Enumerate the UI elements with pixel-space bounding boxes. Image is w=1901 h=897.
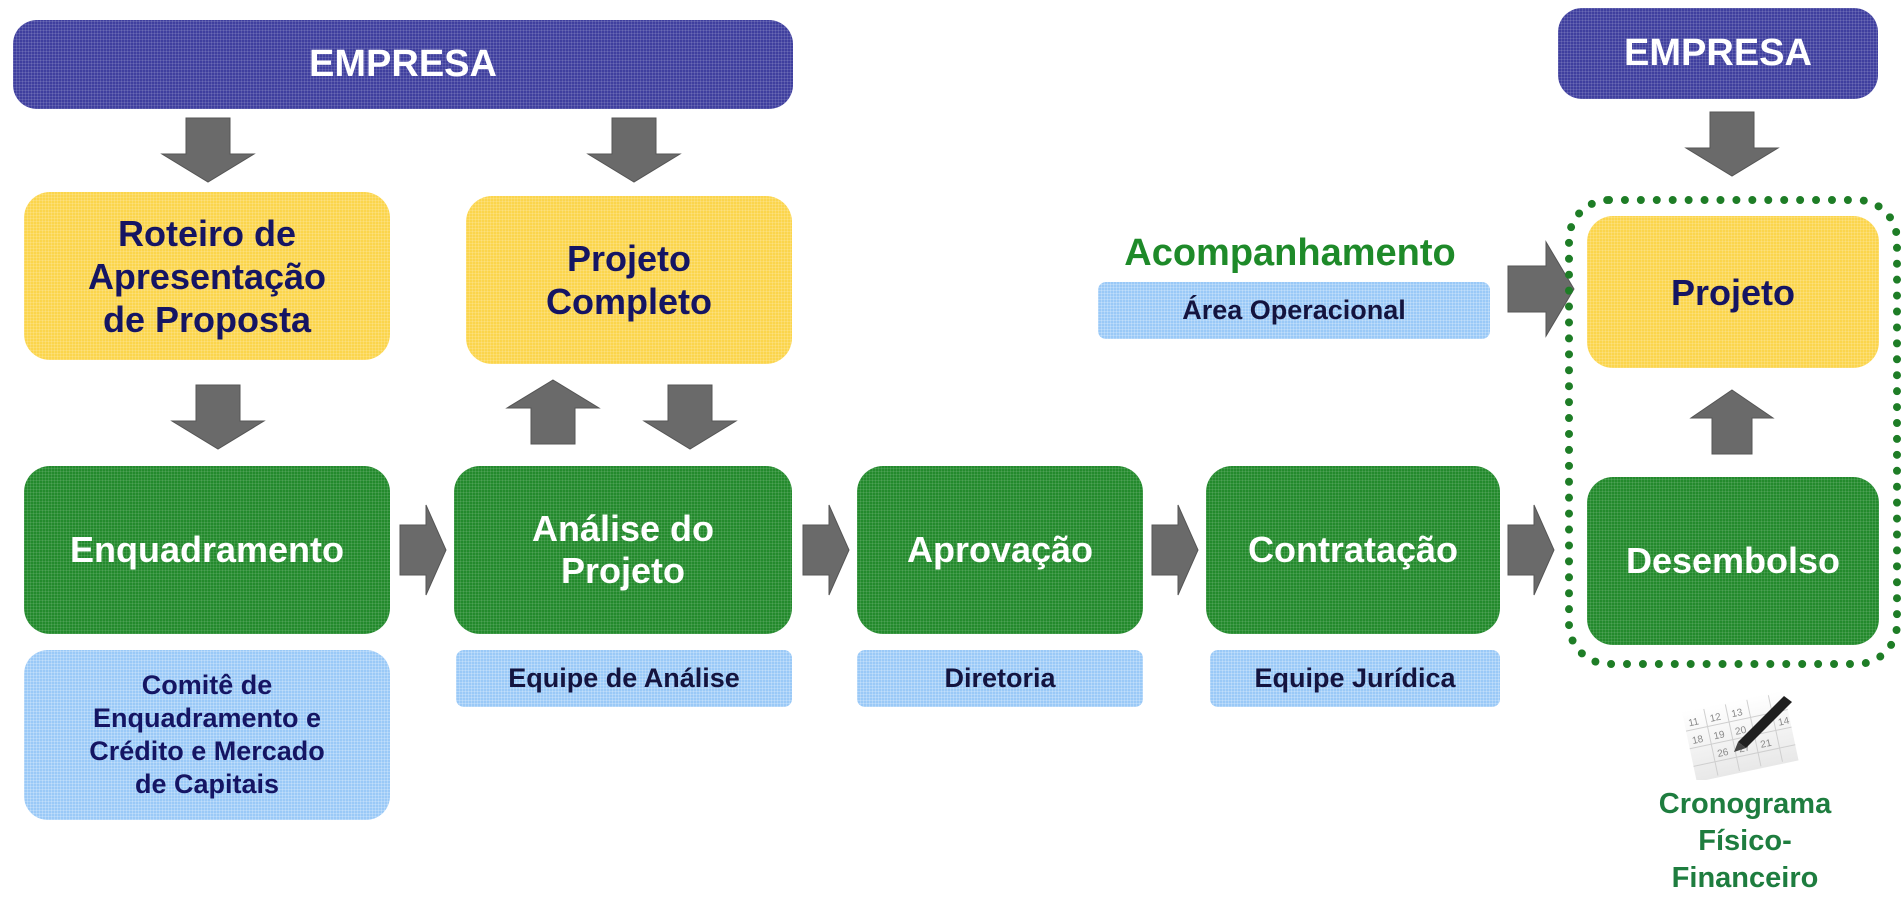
arrow-right-icon <box>802 504 850 596</box>
svg-text:20: 20 <box>1734 725 1748 738</box>
area-operacional-label: Área Operacional <box>1182 295 1406 325</box>
desembolso-label: Desembolso <box>1625 540 1841 581</box>
svg-text:21: 21 <box>1759 738 1773 751</box>
svg-text:14: 14 <box>1777 715 1791 728</box>
arrow-right-icon <box>1507 240 1575 338</box>
svg-text:18: 18 <box>1691 734 1705 747</box>
arrow-right-icon <box>1507 504 1555 596</box>
svg-text:26: 26 <box>1716 747 1730 760</box>
arrow-right-icon <box>399 504 447 596</box>
arrow-down-icon <box>586 117 682 183</box>
diretoria-label: Diretoria <box>944 663 1056 693</box>
arrow-up-icon <box>1689 389 1775 455</box>
projeto-completo-box: Projeto Completo <box>466 196 792 364</box>
empresa-banner-right: EMPRESA <box>1558 8 1878 99</box>
equipe-analise-label: Equipe de Análise <box>508 663 740 693</box>
arrow-right-icon <box>1151 504 1199 596</box>
analise-projeto-label: Análise do Projeto <box>531 508 715 591</box>
svg-text:19: 19 <box>1713 729 1727 742</box>
svg-text:13: 13 <box>1730 707 1744 720</box>
arrow-down-icon <box>1684 111 1780 177</box>
aprovacao-box: Aprovação <box>857 466 1143 634</box>
comite-box: Comitê de Enquadramento e Crédito e Merc… <box>24 650 390 820</box>
analise-projeto-box: Análise do Projeto <box>454 466 792 634</box>
cronograma-caption: Cronograma Físico- Financeiro <box>1658 788 1832 894</box>
aprovacao-label: Aprovação <box>906 529 1094 570</box>
acompanhamento-title: Acompanhamento <box>1124 232 1456 274</box>
svg-text:12: 12 <box>1709 712 1723 725</box>
desembolso-box: Desembolso <box>1587 477 1879 645</box>
arrow-down-icon <box>642 384 738 450</box>
projeto-completo-label: Projeto Completo <box>546 238 712 322</box>
enquadramento-label: Enquadramento <box>69 529 345 570</box>
contratacao-box: Contratação <box>1206 466 1500 634</box>
arrow-up-icon <box>505 379 601 445</box>
arrow-down-icon <box>160 117 256 183</box>
equipe-juridica-label: Equipe Jurídica <box>1254 663 1456 693</box>
roteiro-apresentacao-label: Roteiro de Apresentação de Proposta <box>87 212 327 340</box>
roteiro-apresentacao-box: Roteiro de Apresentação de Proposta <box>24 192 390 360</box>
comite-label: Comitê de Enquadramento e Crédito e Merc… <box>89 670 325 799</box>
enquadramento-box: Enquadramento <box>24 466 390 634</box>
contratacao-label: Contratação <box>1247 529 1459 570</box>
projeto-label: Projeto <box>1670 271 1795 313</box>
diretoria-box: Diretoria <box>857 650 1143 707</box>
area-operacional-box: Área Operacional <box>1098 282 1490 339</box>
arrow-down-icon <box>170 384 266 450</box>
equipe-analise-box: Equipe de Análise <box>456 650 792 707</box>
empresa-label-right: EMPRESA <box>1624 32 1812 74</box>
svg-text:11: 11 <box>1687 716 1700 729</box>
equipe-juridica-box: Equipe Jurídica <box>1210 650 1500 707</box>
empresa-label-left: EMPRESA <box>309 43 497 85</box>
empresa-banner-left: EMPRESA <box>13 20 793 109</box>
desembolso-group-border <box>1565 196 1901 668</box>
projeto-box: Projeto <box>1587 216 1879 368</box>
